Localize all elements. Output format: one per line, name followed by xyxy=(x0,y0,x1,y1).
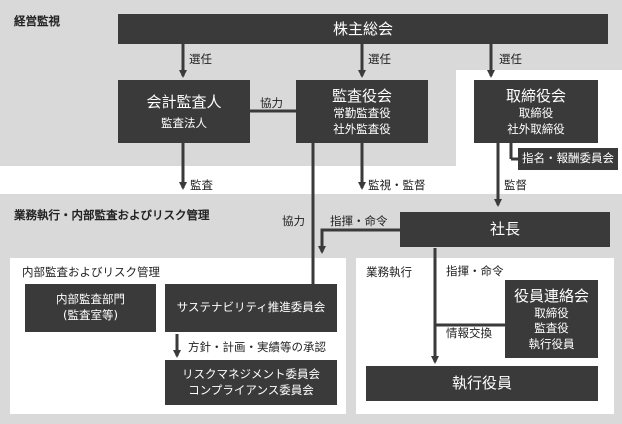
nomination-committee-title: 指名・報酬委員会 xyxy=(522,151,614,166)
section-business-execution: 業務執行 xyxy=(366,265,412,279)
label-command-1: 指揮・命令 xyxy=(330,214,388,228)
label-command-2: 指揮・命令 xyxy=(446,264,504,278)
board-line-2: 社外取締役 xyxy=(507,121,565,136)
audit-board-title: 監査役会 xyxy=(331,86,392,105)
section-internal-audit-risk: 内部監査およびリスク管理 xyxy=(22,265,160,279)
officers-liaison-line-2: 監査役 xyxy=(534,321,569,336)
label-policy-approval: 方針・計画・実績等の承認 xyxy=(188,340,326,354)
label-elect-3: 選任 xyxy=(499,52,522,66)
officers-liaison-title: 役員連絡会 xyxy=(513,286,589,305)
shareholders-title: 株主総会 xyxy=(332,19,393,38)
compliance-committee-title: コンプライアンス委員会 xyxy=(188,382,314,397)
internal-audit-dept: 内部監査部門 (監査室等) xyxy=(25,284,156,332)
internal-audit-dept-line-2: (監査室等) xyxy=(63,308,118,322)
label-cooperation-2: 協力 xyxy=(282,214,305,228)
section-execution: 業務執行・内部監査およびリスク管理 xyxy=(14,208,210,222)
label-supervise-audit: 監視・監督 xyxy=(368,178,426,192)
audit-board-line-1: 常勤監査役 xyxy=(333,106,391,121)
label-audit: 監査 xyxy=(190,178,213,192)
president-title: 社長 xyxy=(489,220,520,239)
executive-officers: 執行役員 xyxy=(366,366,598,401)
officers-liaison: 役員連絡会 取締役 監査役 執行役員 xyxy=(505,280,598,358)
executive-officers-title: 執行役員 xyxy=(451,374,512,393)
edge-command-1 xyxy=(318,228,400,254)
label-elect-2: 選任 xyxy=(368,52,391,66)
risk-committee-title: リスクマネジメント委員会 xyxy=(182,366,320,381)
label-cooperation-1: 協力 xyxy=(260,96,283,110)
label-elect-1: 選任 xyxy=(189,52,212,66)
sustainability-committee-title: サステナビリティ推進委員会 xyxy=(176,300,326,315)
sustainability-committee: サステナビリティ推進委員会 xyxy=(165,284,337,332)
board-title: 取締役会 xyxy=(505,86,566,105)
accounting-auditor-title: 会計監査人 xyxy=(146,92,222,111)
board-of-directors: 取締役会 取締役 社外取締役 xyxy=(474,80,598,143)
risk-compliance-committees: リスクマネジメント委員会 コンプライアンス委員会 xyxy=(165,360,337,405)
shareholders-meeting: 株主総会 xyxy=(118,14,608,44)
board-line-1: 取締役 xyxy=(518,106,554,121)
internal-audit-dept-line-1: 内部監査部門 xyxy=(56,292,125,307)
officers-liaison-line-1: 取締役 xyxy=(534,305,569,320)
accounting-auditor: 会計監査人 監査法人 xyxy=(118,80,250,143)
accounting-auditor-sub: 監査法人 xyxy=(161,115,207,130)
label-info-exchange: 情報交換 xyxy=(446,326,492,340)
audit-board-line-2: 社外監査役 xyxy=(333,121,391,136)
section-oversight: 経営監視 xyxy=(14,14,60,28)
officers-liaison-line-3: 執行役員 xyxy=(528,336,575,351)
president: 社長 xyxy=(400,212,610,247)
nomination-committee: 指名・報酬委員会 xyxy=(518,148,618,170)
audit-board: 監査役会 常勤監査役 社外監査役 xyxy=(296,80,428,143)
label-supervise: 監督 xyxy=(504,178,527,192)
